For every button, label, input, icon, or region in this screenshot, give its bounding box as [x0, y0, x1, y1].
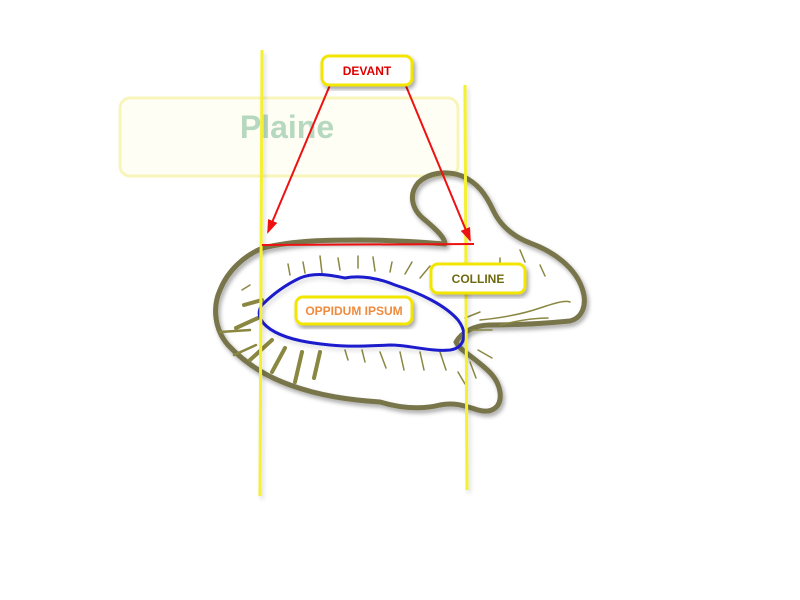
hill-outline — [213, 170, 587, 414]
colline-label: COLLINE — [452, 272, 505, 286]
plaine-box — [118, 96, 460, 178]
left-guide-line — [258, 49, 264, 497]
devant-label-box — [320, 54, 414, 87]
right-arrow — [405, 85, 471, 242]
oppidum-outline — [257, 273, 466, 352]
front-baseline — [261, 243, 475, 246]
plaine-label: Plaine — [240, 109, 334, 145]
sightline-arrows — [261, 84, 475, 246]
left-arrow — [267, 84, 331, 234]
colline-label-box — [429, 262, 527, 295]
oppidum-label: OPPIDUM IPSUM — [305, 304, 402, 318]
oppidum-label-box — [294, 295, 414, 326]
devant-label: DEVANT — [343, 64, 392, 78]
